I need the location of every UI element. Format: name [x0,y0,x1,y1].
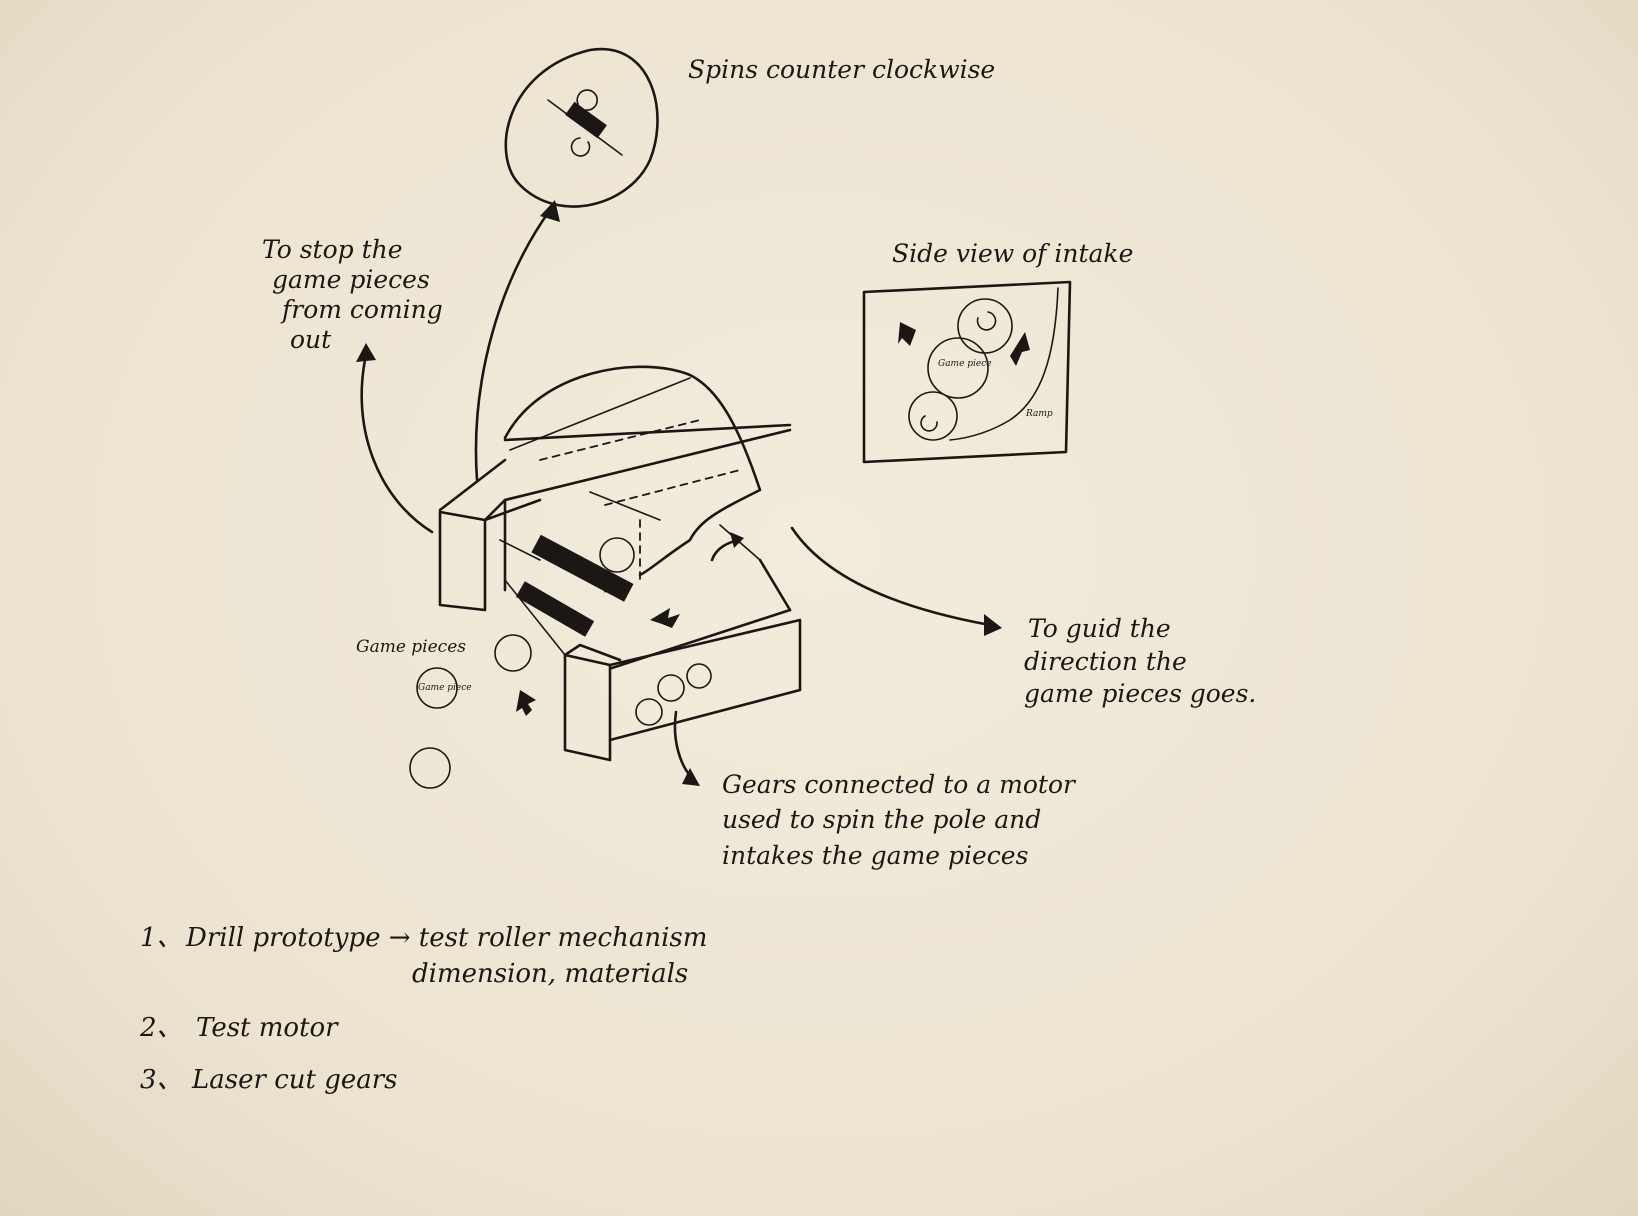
todo-item-2-number: 2、 [139,1013,183,1043]
svg-text:direction the: direction the [1024,647,1187,676]
todo-item-3-number: 3、 [140,1065,183,1095]
todo-item-2-text: Test motor [196,1013,339,1043]
svg-text:To stop the: To stop the [262,235,403,264]
todo-item-1-number: 1、 [140,923,183,953]
roller-detail-circle [504,47,659,208]
arrow-to-guide-note [790,526,1002,636]
gears-note: Gears connected to a motor used to spin … [722,770,1077,870]
svg-text:out: out [290,325,332,354]
side-view-piece-label: Game piece [938,359,992,369]
arrow-to-gears-note [673,710,700,786]
svg-text:Gears connected to a motor: Gears connected to a motor [722,770,1077,799]
side-view-box [862,280,1072,464]
todo-item-1-continuation: dimension, materials [412,959,688,989]
todo-item-1-text: Drill prototype → test roller mechanism [185,923,707,953]
game-piece-label: Game piece [418,683,472,693]
todo-item-3-text: Laser cut gears [191,1065,398,1095]
svg-text:used to spin the pole and: used to spin the pole and [722,805,1041,834]
intake-body [409,365,802,789]
spin-note: Spins counter clockwise [688,55,995,84]
ramp-label: Ramp [567,556,622,598]
svg-text:game pieces goes.: game pieces goes. [1024,679,1256,708]
stop-note: To stop the game pieces from coming out [262,235,443,354]
arrow-to-detail [474,200,560,482]
guide-note: To guid the direction the game pieces go… [1024,614,1256,708]
svg-text:from coming: from coming [280,295,443,324]
todo-list: 1、 Drill prototype → test roller mechani… [139,923,707,1095]
svg-text:To guid the: To guid the [1028,614,1171,643]
ramp-label-side: Ramp [1025,409,1053,419]
svg-text:game pieces: game pieces [272,265,430,294]
side-view-title: Side view of intake [892,239,1133,268]
arrow-to-stop-note [356,343,434,534]
game-pieces-label: Game pieces [356,637,466,657]
svg-text:intakes the game pieces: intakes the game pieces [722,841,1028,870]
